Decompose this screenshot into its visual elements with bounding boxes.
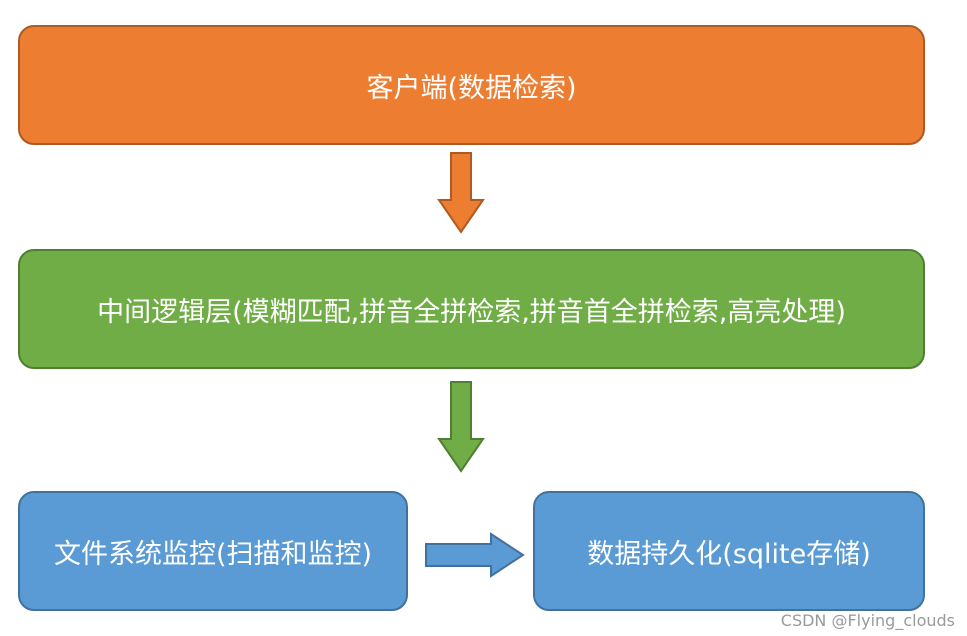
persistence-label: 数据持久化(sqlite存储): [587, 538, 871, 570]
logic-layer-label: 中间逻辑层(模糊匹配,拼音全拼检索,拼音首全拼检索,高亮处理): [97, 296, 846, 328]
watermark-text: CSDN @Flying_clouds: [780, 611, 955, 630]
client-box: 客户端(数据检索): [18, 25, 925, 145]
filesystem-monitor-box: 文件系统监控(扫描和监控): [18, 491, 408, 611]
client-label: 客户端(数据检索): [366, 72, 577, 104]
persistence-box: 数据持久化(sqlite存储): [533, 491, 925, 611]
right-arrow-blue: [425, 532, 525, 578]
filesystem-monitor-label: 文件系统监控(扫描和监控): [53, 538, 373, 570]
down-arrow-orange: [437, 152, 485, 234]
logic-layer-box: 中间逻辑层(模糊匹配,拼音全拼检索,拼音首全拼检索,高亮处理): [18, 249, 925, 369]
down-arrow-green: [437, 381, 485, 473]
